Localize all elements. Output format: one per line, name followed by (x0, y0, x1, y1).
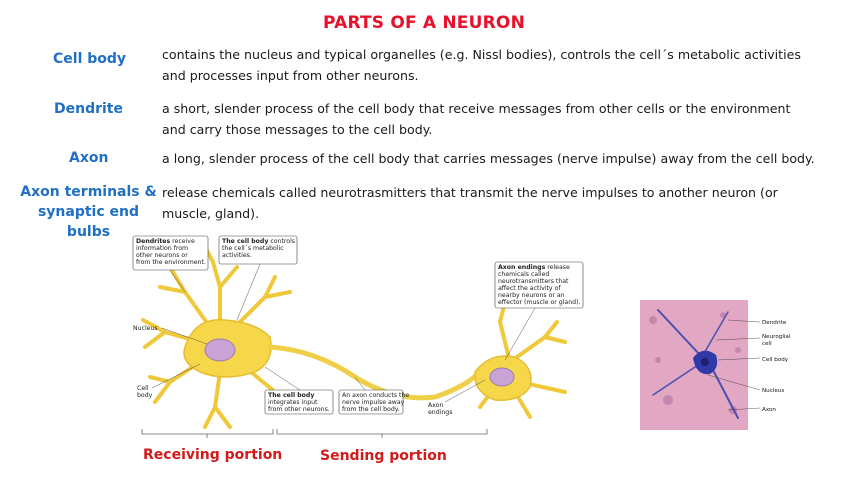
definition-axon-terminals: release chemicals called neurotrasmitter… (162, 182, 842, 224)
svg-text:activities.: activities. (222, 252, 252, 259)
definition-dendrite: a short, slender process of the cell bod… (162, 98, 842, 140)
svg-text:Axon: Axon (762, 407, 776, 413)
terminal-nucleus-shape (490, 368, 514, 386)
term-dendrite: Dendrite (54, 99, 123, 119)
svg-text:Dendrite: Dendrite (762, 320, 787, 326)
svg-text:chemicals called: chemicals called (498, 271, 549, 278)
svg-text:The cell body controls: The cell body controls (222, 238, 295, 245)
svg-text:Cell: Cell (137, 385, 149, 392)
neuron-micrograph: Dendrite Neuroglial cell Cell body Nucle… (638, 300, 838, 430)
receiving-portion-caption: Receiving portion (143, 447, 282, 463)
svg-text:Axon endings release: Axon endings release (498, 264, 570, 271)
svg-text:neurotransmitters that: neurotransmitters that (498, 278, 569, 285)
svg-text:from the cell body.: from the cell body. (342, 406, 400, 413)
page-title: PARTS OF A NEURON (0, 13, 848, 33)
term-cell-body: Cell body (53, 49, 126, 69)
svg-text:endings: endings (428, 409, 452, 416)
svg-text:from the environment.: from the environment. (136, 259, 206, 266)
svg-text:other neurons or: other neurons or (136, 252, 188, 259)
svg-text:Dendrites receive: Dendrites receive (136, 238, 195, 245)
svg-text:the cell´s metabolic: the cell´s metabolic (222, 244, 284, 252)
svg-text:body: body (137, 392, 153, 399)
definition-cell-body: contains the nucleus and typical organel… (162, 44, 842, 86)
cell-body-label-box: The cell body controls the cell´s metabo… (219, 236, 297, 264)
integrates-label-box: The cell body integrates input from othe… (265, 390, 333, 414)
svg-text:cell: cell (762, 341, 772, 347)
axon-conducts-label-box: An axon conducts the nerve impulse away … (339, 390, 409, 414)
svg-text:nerve impulse away: nerve impulse away (342, 399, 405, 406)
svg-text:The cell body: The cell body (268, 392, 314, 399)
definition-axon: a long, slender process of the cell body… (162, 148, 842, 169)
svg-text:from other neurons.: from other neurons. (268, 406, 330, 413)
nucleus-shape (205, 339, 235, 361)
dendrites-label-box: Dendrites receive information from other… (133, 236, 208, 270)
svg-text:Cell body: Cell body (762, 357, 789, 363)
svg-text:effector (muscle or gland).: effector (muscle or gland). (498, 299, 580, 306)
svg-text:nearby neurons or an: nearby neurons or an (498, 292, 565, 299)
svg-text:information from: information from (136, 245, 188, 252)
sending-portion-caption: Sending portion (320, 448, 447, 464)
svg-text:An axon conducts the: An axon conducts the (342, 392, 409, 399)
axon-endings-label-box: Axon endings release chemicals called ne… (495, 262, 583, 308)
svg-text:Nucleus: Nucleus (762, 388, 784, 394)
svg-text:Axon: Axon (428, 402, 443, 409)
svg-text:Neuroglial: Neuroglial (762, 334, 791, 340)
portion-brackets (142, 429, 487, 438)
nucleus-label: Nucleus (133, 325, 158, 332)
svg-text:affect the activity of: affect the activity of (498, 285, 561, 292)
neuron-diagram: Dendrites receive information from other… (125, 232, 595, 447)
term-axon: Axon (69, 148, 108, 168)
svg-text:integrates input: integrates input (268, 399, 318, 406)
